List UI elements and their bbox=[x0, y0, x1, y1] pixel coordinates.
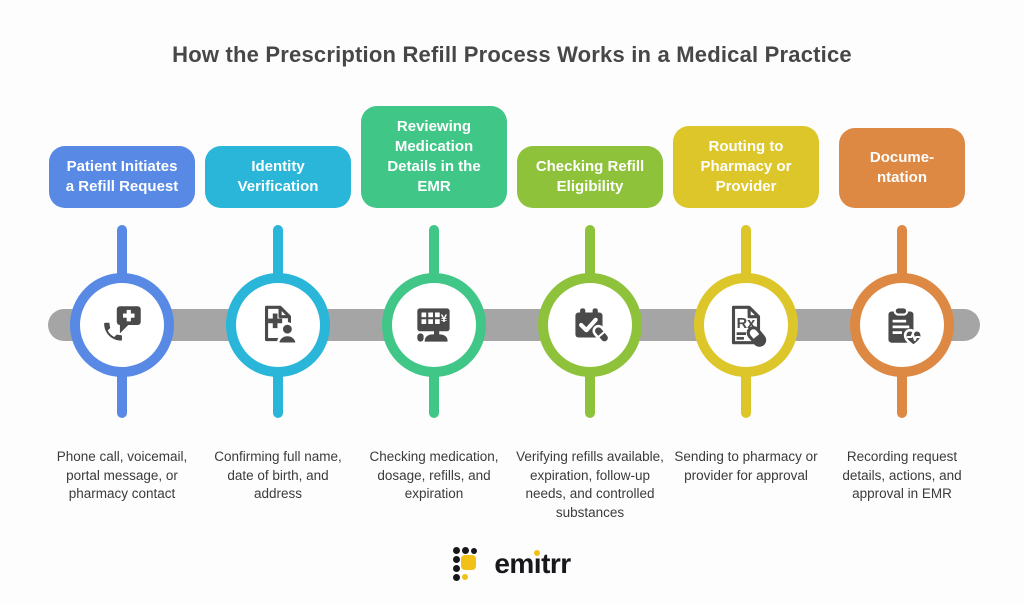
step-description: Verifying refills available, expiration,… bbox=[516, 449, 664, 520]
step-column-3: Reviewing Medication Details in the EMR bbox=[356, 105, 512, 575]
timeline-bar bbox=[48, 309, 980, 341]
step-circle: ¥ bbox=[382, 273, 486, 377]
page-title: How the Prescription Refill Process Work… bbox=[172, 42, 852, 67]
step-column-1: Patient Initiates a Refill Request Phone… bbox=[44, 105, 200, 575]
step-circle bbox=[70, 273, 174, 377]
step-label-band: Checking Refill Eligibility bbox=[512, 105, 668, 208]
step-description: Sending to pharmacy or provider for appr… bbox=[674, 449, 818, 483]
step-label-band: Docume-ntation bbox=[824, 105, 980, 208]
step-label: Routing to Pharmacy or Provider bbox=[673, 126, 819, 208]
step-circle bbox=[850, 273, 954, 377]
step-circle bbox=[226, 273, 330, 377]
steps-row: Patient Initiates a Refill Request Phone… bbox=[44, 105, 980, 575]
step-label: Identity Verification bbox=[205, 146, 351, 208]
step-label-band: Identity Verification bbox=[200, 105, 356, 208]
step-column-5: Routing to Pharmacy or Provider Rx Sendi… bbox=[668, 105, 824, 575]
step-label: Docume-ntation bbox=[839, 128, 965, 208]
step-circle: Rx bbox=[694, 273, 798, 377]
emr-screen-icon: ¥ bbox=[417, 308, 450, 342]
svg-text:¥: ¥ bbox=[441, 313, 448, 325]
step-label: Patient Initiates a Refill Request bbox=[49, 146, 195, 208]
step-description: Checking medication, dosage, refills, an… bbox=[369, 449, 499, 501]
step-description: Recording request details, actions, and … bbox=[842, 449, 962, 501]
logo-i-dot bbox=[534, 550, 541, 556]
step-column-6: Docume-ntation Re bbox=[824, 105, 980, 575]
step-label: Checking Refill Eligibility bbox=[517, 146, 663, 208]
clipboard-heart-icon bbox=[888, 306, 924, 348]
step-label: Reviewing Medication Details in the EMR bbox=[361, 106, 507, 208]
step-label-band: Routing to Pharmacy or Provider bbox=[668, 105, 824, 208]
step-circle bbox=[538, 273, 642, 377]
calendar-check-pill-icon bbox=[575, 308, 611, 344]
step-label-band: Reviewing Medication Details in the EMR bbox=[356, 105, 512, 208]
logo-text-pre: em bbox=[494, 548, 534, 579]
phone-medical-icon bbox=[104, 306, 141, 341]
document-person-icon bbox=[264, 305, 299, 346]
emitrr-logo-mark bbox=[453, 547, 485, 581]
step-description: Phone call, voicemail, portal message, o… bbox=[56, 449, 188, 501]
step-column-2: Identity Verification Confirming full na… bbox=[200, 105, 356, 575]
step-description: Confirming full name, date of birth, and… bbox=[214, 449, 342, 501]
rx-prescription-pill-icon: Rx bbox=[731, 305, 767, 347]
step-column-4: Checking Refill Eligibility bbox=[512, 105, 668, 575]
step-label-band: Patient Initiates a Refill Request bbox=[44, 105, 200, 208]
logo-text-post: trr bbox=[541, 548, 571, 579]
logo-text-i: ı bbox=[533, 548, 542, 579]
